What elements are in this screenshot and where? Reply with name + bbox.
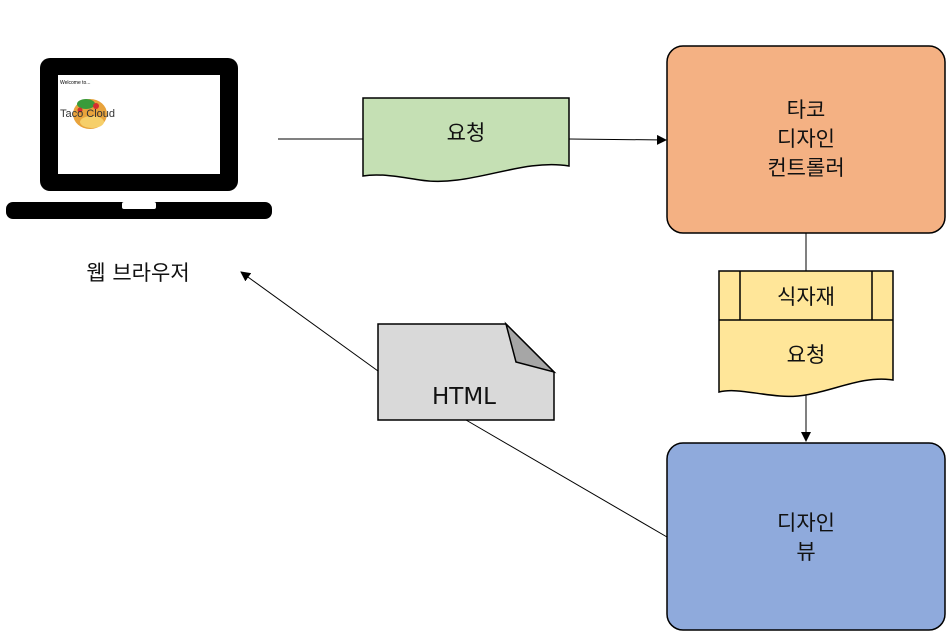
taco-logo-text: Taco Cloud <box>60 108 115 120</box>
request-document-shape <box>362 97 570 183</box>
view-label-line-1: 디자인 <box>777 511 835 535</box>
html-document-label: HTML <box>432 384 496 410</box>
controller-label-line-3: 컨트롤러 <box>767 156 844 180</box>
controller-label-line-2: 디자인 <box>777 127 835 151</box>
connector-html-to-browser <box>240 271 379 372</box>
model-document-shape <box>718 270 894 398</box>
laptop-icon: Welcome to... Taco Cloud <box>6 58 272 219</box>
connector-view-to-html <box>465 419 668 538</box>
taco-logo-icon <box>73 99 107 129</box>
view-label-line-2: 뷰 <box>796 540 815 564</box>
connector-request-to-controller <box>568 134 667 145</box>
controller-label-line-1: 타코 <box>787 98 826 122</box>
web-browser-label: 웹 브라우저 <box>86 261 189 285</box>
request-document-label: 요청 <box>447 121 486 145</box>
html-document-icon <box>377 321 557 421</box>
model-request-label: 요청 <box>787 343 826 367</box>
view-box <box>666 442 946 631</box>
laptop-screen-welcome: Welcome to... <box>60 80 90 86</box>
model-header-label: 식자재 <box>777 285 835 309</box>
